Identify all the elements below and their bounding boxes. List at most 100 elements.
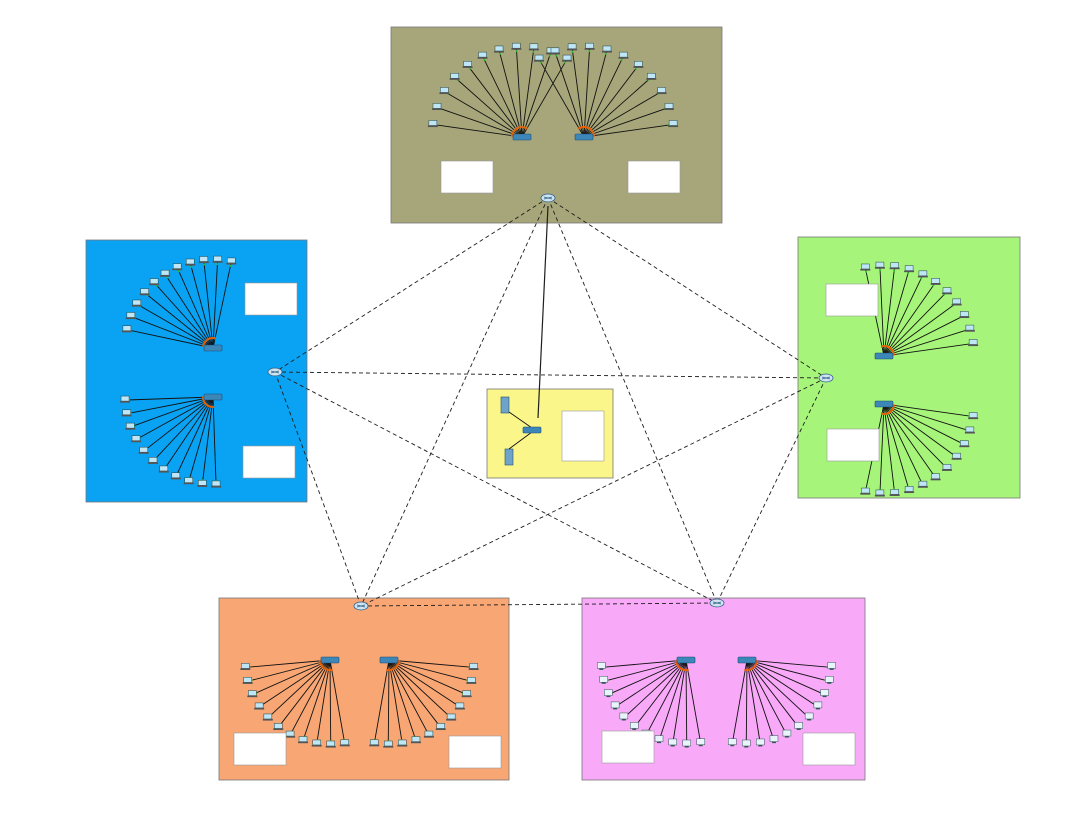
laptop-icon (663, 103, 674, 111)
host-link (603, 659, 687, 682)
laptop-icon (917, 480, 928, 488)
laptop-icon (454, 702, 465, 710)
router-icon (353, 601, 369, 611)
pc-icon (610, 701, 620, 710)
laptop-screen (550, 47, 560, 54)
host-link (136, 303, 214, 349)
laptop-base (941, 292, 952, 295)
laptop-icon (423, 730, 434, 738)
laptop-screen (875, 489, 885, 496)
host-link (883, 343, 974, 357)
dashed-link (360, 197, 549, 607)
switch-body (522, 426, 542, 434)
host-link (623, 659, 687, 719)
switch-icon (874, 352, 894, 360)
laptop-base (138, 452, 149, 454)
host-link (521, 47, 535, 138)
laptop-icon (646, 72, 657, 80)
laptop-icon (325, 740, 336, 748)
laptop-icon (410, 736, 421, 744)
laptop-base (874, 494, 885, 497)
port-indicator (577, 127, 581, 130)
dashed-link (547, 197, 827, 379)
port-indicator (548, 54, 551, 57)
host-link (388, 659, 461, 708)
laptop-base (432, 108, 443, 111)
port-indicator (532, 50, 535, 53)
laptop-icon (198, 256, 209, 264)
laptop-base (449, 78, 460, 80)
laptop-base (633, 66, 644, 68)
laptop-icon (147, 457, 158, 464)
pc-monitor (782, 729, 792, 737)
port-indicator (745, 668, 749, 672)
host-link (608, 659, 687, 695)
laptop-screen (171, 472, 181, 479)
router-icon (540, 193, 556, 203)
pc-stand (744, 745, 749, 748)
pc-monitor (825, 676, 834, 683)
laptop-icon (904, 486, 915, 494)
host-link (125, 396, 214, 401)
host-fan-bl-a (245, 659, 346, 746)
dashed-link (274, 371, 827, 379)
port-indicator (216, 263, 219, 266)
pc-stand (670, 744, 675, 747)
port-indicator (540, 61, 542, 64)
laptop-base (860, 493, 871, 495)
port-indicator (387, 668, 391, 672)
laptop-screen (172, 263, 182, 269)
laptop-base (262, 718, 273, 721)
laptop-icon (226, 257, 237, 265)
laptop-base (298, 741, 309, 744)
laptop-icon (212, 255, 223, 263)
laptop-icon (959, 311, 970, 319)
host-link (883, 403, 924, 486)
laptop-base (968, 344, 979, 347)
port-indicator (684, 668, 688, 672)
host-link (645, 659, 687, 736)
laptop-base (904, 270, 915, 273)
laptop-base (462, 66, 473, 68)
laptop-base (964, 330, 975, 332)
port-indicator (213, 337, 217, 340)
info-card (802, 732, 856, 766)
host-link (373, 659, 390, 744)
laptop-screen (213, 255, 222, 262)
pc-icon (630, 722, 639, 730)
host-link (746, 659, 819, 708)
switch-icon (676, 656, 696, 664)
port-indicator (190, 265, 193, 268)
pc-stand (829, 668, 834, 670)
laptop-icon (170, 472, 181, 480)
host-link (746, 659, 800, 728)
laptop-icon (860, 263, 871, 271)
switch-body (320, 656, 340, 664)
port-indicator (571, 50, 574, 53)
pc-monitor (654, 735, 664, 742)
laptop-icon (462, 61, 473, 68)
laptop-icon (466, 677, 477, 684)
laptop-icon (584, 42, 595, 50)
port-indicator (882, 412, 885, 416)
laptop-base (369, 744, 380, 747)
laptop-icon (311, 739, 322, 747)
switch-icon (737, 656, 757, 664)
info-card (826, 428, 880, 462)
port-indicator (516, 126, 519, 130)
laptop-base (466, 682, 477, 684)
laptop-base (339, 744, 350, 747)
laptop-screen (952, 298, 961, 305)
laptop-icon (131, 435, 142, 443)
port-indicator (579, 126, 582, 129)
laptop-screen (241, 663, 250, 669)
pc-monitor (682, 739, 691, 747)
laptop-screen (274, 723, 283, 729)
pc-icon (619, 712, 629, 721)
laptop-icon (298, 736, 309, 744)
laptop-base (311, 744, 322, 747)
laptop-base (917, 275, 928, 278)
laptop-screen (298, 736, 308, 742)
laptop-screen (263, 713, 273, 720)
laptop-icon (446, 713, 457, 721)
